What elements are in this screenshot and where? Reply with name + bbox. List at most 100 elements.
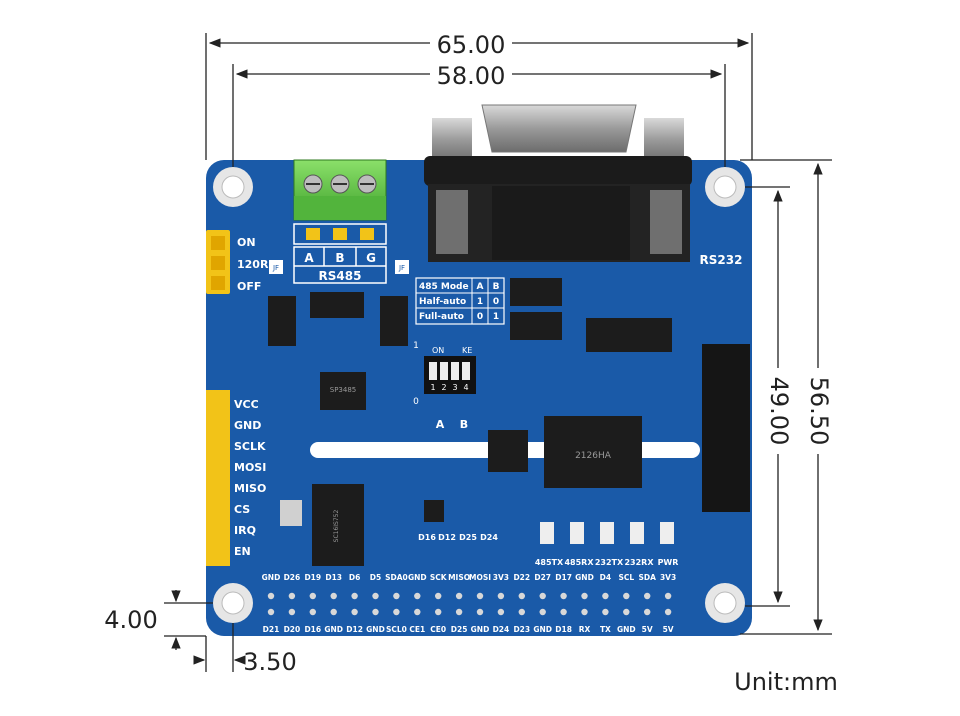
gpio-pin: [602, 608, 609, 616]
gpio-mid-d24: D24: [480, 533, 498, 542]
gpio-pin: [309, 592, 316, 600]
gpio-bottom-label: GND: [471, 625, 490, 634]
gpio-pin: [623, 592, 630, 600]
mode-row-half-a: 1: [477, 297, 483, 307]
led-label-232tx: 232TX: [595, 558, 624, 567]
dim-hole-offset-y: 4.00: [104, 606, 157, 634]
dip-num-3: 3: [452, 383, 457, 392]
gpio-bottom-label: GND: [324, 625, 343, 634]
gpio-mid-d16: D16: [418, 533, 436, 542]
led-label-232rx: 232RX: [624, 558, 654, 567]
gpio-pin: [435, 592, 442, 600]
gpio-top-label: D6: [349, 573, 360, 582]
gpio-pin: [518, 592, 525, 600]
gpio-bottom-label: D21: [263, 625, 280, 634]
mode-table-header: 485 Mode: [419, 282, 469, 292]
gpio-pin: [351, 608, 358, 616]
gpio-pin: [393, 608, 400, 616]
unit-label: Unit:mm: [734, 668, 838, 696]
gpio-pin: [476, 592, 484, 600]
dip-num-4: 4: [463, 383, 468, 392]
mode-table-col-a: A: [477, 282, 484, 292]
gpio-pin: [351, 592, 358, 600]
terminal-label-g: G: [366, 251, 376, 265]
gpio-mid-d12: D12: [438, 533, 456, 542]
dip-ke-label: KE: [462, 346, 472, 355]
mounting-hole: [213, 167, 253, 207]
gpio-top-label: SCL: [618, 573, 634, 582]
gpio-top-label: 3V3: [660, 573, 676, 582]
gpio-top-label: MOSI: [469, 573, 491, 582]
gpio-pin: [288, 592, 296, 600]
dimension-lines: [164, 33, 832, 672]
right-pin-header: [702, 344, 750, 512]
gpio-pin: [644, 592, 651, 600]
led-label-485rx: 485RX: [564, 558, 594, 567]
gpio-pin: [560, 592, 567, 600]
mode-table-col-b: B: [493, 282, 500, 292]
gpio-bottom-label: D24: [493, 625, 510, 634]
spi-label-irq: IRQ: [234, 524, 256, 537]
gpio-pin: [581, 592, 588, 600]
gpio-bottom-label: 5V: [663, 625, 674, 634]
gpio-top-label: 3V3: [493, 573, 509, 582]
rs232-label: RS232: [700, 253, 743, 267]
gpio-bottom-label: RX: [579, 625, 591, 634]
gpio-top-label: D26: [284, 573, 301, 582]
gpio-pin: [476, 608, 484, 616]
gpio-top-label: D4: [600, 573, 611, 582]
mode-table: [415, 277, 505, 325]
gpio-bottom-label: D18: [555, 625, 572, 634]
gpio-top-label: D27: [534, 573, 551, 582]
gpio-bottom-label: D20: [284, 625, 301, 634]
chip-sc16is752-text: SC16IS752: [333, 509, 340, 542]
status-leds: [540, 522, 674, 544]
gpio-pin: [435, 608, 442, 616]
gpio-top-label: D17: [555, 573, 572, 582]
gpio-bottom-label: 5V: [642, 625, 653, 634]
gpio-pin: [497, 608, 505, 616]
jf-label-left: JF: [272, 264, 279, 272]
gpio-top-label: SDA0: [385, 573, 408, 582]
gpio-bottom-label: GND: [617, 625, 636, 634]
mounting-holes: [213, 167, 745, 623]
dim-height-holes: 49.00: [765, 377, 793, 446]
mode-row-half: Half-auto: [419, 297, 466, 307]
spi-label-en: EN: [234, 545, 251, 558]
chip-sp3485-text: SP3485: [330, 386, 356, 394]
dip-on-label: ON: [432, 346, 444, 355]
gpio-pin: [664, 608, 672, 616]
mounting-hole: [705, 583, 745, 623]
dip-side-0: 0: [413, 397, 419, 407]
mode-row-half-b: 0: [493, 297, 499, 307]
jumper-off-label: OFF: [237, 280, 261, 293]
dip-switch: [424, 356, 476, 394]
spi-label-miso: MISO: [234, 482, 266, 495]
dim-hole-offset-x: 3.50: [243, 648, 296, 676]
gpio-pin: [267, 608, 275, 616]
led-label-pwr: PWR: [658, 558, 679, 567]
gpio-top-label: SCK: [430, 573, 448, 582]
gpio-top-label: GND: [262, 573, 281, 582]
gpio-pin: [393, 592, 400, 600]
termination-jumper: [206, 230, 230, 294]
gpio-top-label: D22: [513, 573, 530, 582]
chip-2126ha-text: 2126HA: [575, 451, 612, 461]
gpio-bottom-label: D25: [451, 625, 468, 634]
gpio-pin: [455, 592, 463, 600]
gpio-bottom-label: GND: [366, 625, 385, 634]
gpio-top-label: D19: [304, 573, 321, 582]
gpio-top-label: SDA: [638, 573, 656, 582]
db9-connector: [424, 104, 692, 262]
gpio-pin: [539, 608, 546, 616]
gpio-pin: [330, 592, 337, 600]
dip-num-2: 2: [441, 383, 446, 392]
rs485-label: RS485: [319, 269, 362, 283]
gpio-pin: [664, 592, 672, 600]
spi-label-sclk: SCLK: [234, 440, 266, 453]
gpio-bottom-label: GND: [533, 625, 552, 634]
mounting-hole: [213, 583, 253, 623]
dip-num-1: 1: [430, 383, 435, 392]
gpio-pin: [623, 608, 630, 616]
gpio-header: [267, 592, 672, 616]
